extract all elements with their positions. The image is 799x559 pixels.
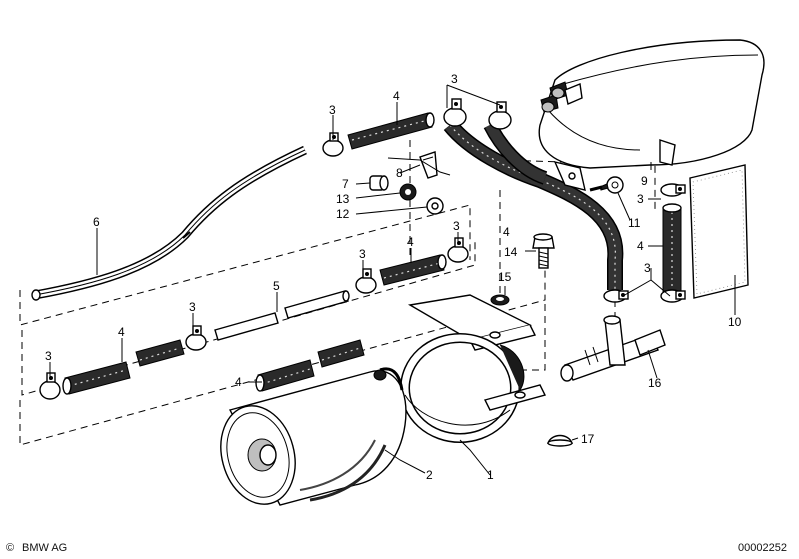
- callout-12: 12: [336, 207, 350, 221]
- callout-4: 4: [393, 89, 400, 103]
- bracket-8: [387, 151, 451, 179]
- callout-3: 3: [329, 103, 336, 117]
- callout-3: 3: [359, 247, 366, 261]
- callout-2: 2: [426, 468, 433, 482]
- callout-3: 3: [453, 219, 460, 233]
- copyright-symbol: ©: [6, 542, 14, 554]
- callout-1: 1: [487, 468, 494, 482]
- callout-14: 14: [504, 245, 518, 259]
- callout-4: 4: [235, 375, 242, 389]
- main-hose-4: [443, 119, 624, 290]
- callout-17: 17: [581, 432, 595, 446]
- hose-line-6: [31, 145, 307, 301]
- nut-13: [399, 183, 417, 201]
- footer: © BMW AG 00002252: [6, 542, 787, 554]
- leader-lines: [49, 84, 736, 476]
- hose-segment-4-right: [662, 203, 682, 293]
- callout-15: 15: [498, 270, 512, 284]
- callout-13: 13: [336, 192, 350, 206]
- brand-label: BMW AG: [22, 542, 67, 554]
- callout-10: 10: [728, 315, 742, 329]
- screw-11: [589, 176, 624, 194]
- canister-nozzles: [540, 81, 583, 113]
- callout-7: 7: [342, 177, 349, 191]
- tube-5: [214, 290, 350, 341]
- canister-9: [538, 39, 765, 191]
- hose-clamps-3: [39, 98, 686, 400]
- mounting-bracket-1: [400, 294, 547, 443]
- callout-3: 3: [45, 349, 52, 363]
- hose-segment-4-top: [347, 112, 435, 150]
- callout-4: 4: [118, 325, 125, 339]
- pad-10: [689, 164, 749, 299]
- grommet-7: [369, 175, 389, 191]
- callout-4: 4: [503, 225, 510, 239]
- cap-17: [546, 434, 574, 447]
- callout-11: 11: [628, 216, 641, 230]
- fuel-filter-2: [220, 367, 407, 506]
- callout-3: 3: [189, 300, 196, 314]
- t-connector-16: [560, 315, 666, 382]
- callout-4: 4: [637, 239, 644, 253]
- callout-labels: 1 2 3 3 3 3 3 3 3 4 4 4 4 4 4 3 5 6 7 8 …: [45, 72, 742, 482]
- callout-9: 9: [641, 174, 648, 188]
- callout-5: 5: [273, 279, 280, 293]
- hose-segment-4-lower: [255, 339, 365, 392]
- bolt-14: [532, 233, 555, 269]
- callout-3: 3: [451, 72, 458, 86]
- callout-8: 8: [396, 166, 403, 180]
- diagram-number: 00002252: [738, 542, 787, 554]
- hose-segment-4-left: [62, 339, 185, 395]
- callout-16: 16: [648, 376, 662, 390]
- callout-3: 3: [637, 192, 644, 206]
- washer-15: [490, 294, 510, 306]
- hose-segment-4-mid: [379, 254, 447, 286]
- callout-4: 4: [407, 235, 414, 249]
- callout-6: 6: [93, 215, 100, 229]
- washer-12: [426, 197, 444, 215]
- callout-3-right: 3: [644, 261, 651, 275]
